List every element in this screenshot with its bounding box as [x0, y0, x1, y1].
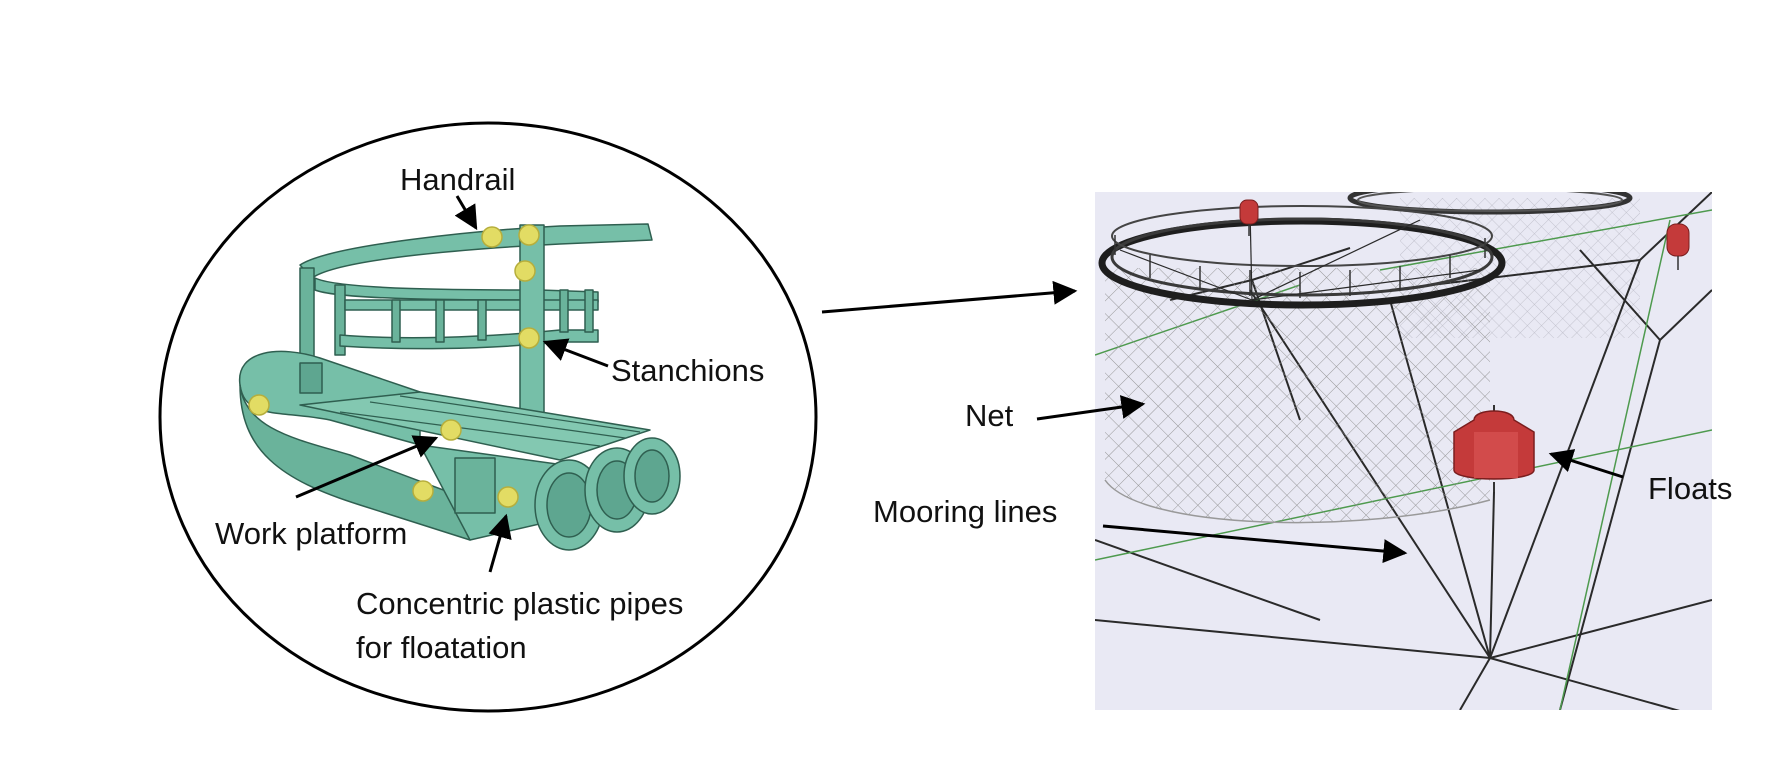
- arrow-pipes: [488, 513, 512, 573]
- arrow-handrail: [454, 195, 478, 231]
- label-net: Net: [965, 398, 1014, 433]
- arrow-zoom-connector: [821, 280, 1078, 314]
- cage-segment-illustration: [239, 223, 681, 551]
- label-stanchions: Stanchions: [611, 353, 764, 388]
- cage-scene: [1095, 192, 1712, 710]
- highlight-points: [248, 224, 540, 508]
- left-arrows: [295, 195, 609, 573]
- arrow-net: [1036, 395, 1146, 421]
- label-floats: Floats: [1648, 471, 1732, 506]
- label-pipes-line1: Concentric plastic pipes: [356, 586, 683, 621]
- point-handrail-2: [518, 224, 540, 246]
- float-small-2: [1666, 223, 1690, 270]
- label-pipes-line2: for floatation: [356, 630, 527, 665]
- point-stanchion-1: [514, 260, 536, 282]
- point-stanchion-2: [518, 327, 540, 349]
- point-pipe-3: [497, 486, 519, 508]
- point-pipe-1: [248, 394, 270, 416]
- label-mooring-lines: Mooring lines: [873, 494, 1057, 529]
- arrow-work-platform: [295, 435, 439, 499]
- point-platform: [440, 419, 462, 441]
- point-handrail-1: [481, 226, 503, 248]
- arrow-mooring-lines: [1102, 524, 1408, 564]
- float-small-1: [1239, 199, 1259, 236]
- right-arrows: [1036, 395, 1624, 564]
- float-large: [1453, 405, 1535, 659]
- arrow-floats: [1548, 449, 1624, 479]
- main-collar: [1098, 205, 1506, 309]
- label-handrail: Handrail: [400, 162, 515, 197]
- label-work-platform: Work platform: [215, 516, 407, 551]
- arrow-stanchions: [542, 338, 609, 368]
- point-pipe-2: [412, 480, 434, 502]
- main-net: [1104, 268, 1491, 524]
